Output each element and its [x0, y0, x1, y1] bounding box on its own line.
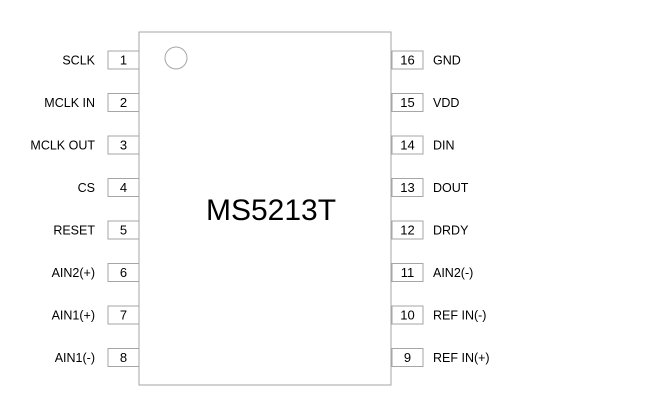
pin-number: 4	[120, 180, 127, 195]
pin-box	[107, 220, 140, 240]
pin-label: DOUT	[433, 181, 469, 195]
chip-body	[138, 31, 392, 386]
pin-left-7: 7 AIN1(+)	[52, 305, 140, 325]
pin-box	[391, 263, 424, 282]
pin-label: SCLK	[62, 54, 95, 68]
pin-right-6: 11 AIN2(-)	[391, 263, 473, 282]
pin-number: 15	[400, 95, 414, 110]
left-pin-column: 1 SCLK 2 MCLK IN 3 MCLK OUT 4 CS 5 RESET 6 AIN2(+) 7…	[30, 50, 140, 367]
pin-label: DIN	[433, 139, 455, 153]
pin-label: CS	[78, 181, 95, 195]
pin-label: AIN2(+)	[52, 266, 95, 280]
chip-name: MS5213T	[206, 194, 336, 227]
pin-number: 11	[401, 265, 415, 280]
pin-number: 16	[400, 53, 414, 68]
pin-box	[107, 50, 140, 70]
pin-label: REF IN(-)	[433, 309, 486, 323]
pin-label: AIN1(-)	[55, 351, 95, 365]
pin-label: AIN1(+)	[52, 309, 95, 323]
pin-box	[391, 220, 424, 240]
pin-number: 3	[120, 138, 127, 153]
pin-left-2: 2 MCLK IN	[44, 93, 140, 112]
pin-number: 2	[120, 95, 127, 110]
pin-number: 5	[120, 223, 127, 238]
pin-label: MCLK OUT	[30, 139, 95, 153]
pin-box	[107, 135, 140, 155]
pin-right-4: 13 DOUT	[391, 178, 469, 197]
pin-right-2: 15 VDD	[391, 93, 459, 112]
pin-number: 13	[400, 180, 414, 195]
pin-box	[391, 93, 424, 112]
pin-box	[391, 135, 424, 155]
pin1-orientation-dot	[164, 46, 188, 70]
pin-label: REF IN(+)	[433, 351, 490, 365]
pin-left-8: 8 AIN1(-)	[55, 348, 140, 367]
pin-label: RESET	[53, 224, 95, 238]
pin-left-6: 6 AIN2(+)	[52, 263, 140, 282]
pin-label: MCLK IN	[44, 96, 95, 110]
pin-left-4: 4 CS	[78, 178, 140, 197]
pin-box	[107, 93, 140, 112]
pin-right-1: 16 GND	[391, 50, 461, 70]
pin-label: DRDY	[433, 224, 469, 238]
pin-box	[107, 348, 140, 367]
pin-left-1: 1 SCLK	[62, 50, 140, 70]
pin-box	[107, 305, 140, 325]
pin-left-3: 3 MCLK OUT	[30, 135, 140, 155]
pin-number: 9	[404, 350, 411, 365]
pin-right-3: 14 DIN	[391, 135, 455, 155]
pin-label: AIN2(-)	[433, 266, 473, 280]
pin-label: VDD	[433, 96, 459, 110]
pin-left-5: 5 RESET	[53, 220, 140, 240]
pin-label: GND	[433, 54, 461, 68]
pin-box	[391, 348, 424, 367]
pin-box	[391, 178, 424, 197]
pin-right-5: 12 DRDY	[391, 220, 469, 240]
pin-right-7: 10 REF IN(-)	[391, 305, 486, 325]
pin-number: 1	[120, 53, 127, 68]
pin-number: 6	[120, 265, 127, 280]
pin-box	[107, 263, 140, 282]
pin-number: 8	[120, 350, 127, 365]
pin-right-8: 9 REF IN(+)	[391, 348, 490, 367]
pin-box	[391, 50, 424, 70]
pin-number: 10	[400, 308, 414, 323]
pin-box	[107, 178, 140, 197]
pin-number: 12	[400, 223, 414, 238]
pin-number: 7	[120, 308, 127, 323]
pin-number: 14	[400, 138, 414, 153]
pin-box	[391, 305, 424, 325]
